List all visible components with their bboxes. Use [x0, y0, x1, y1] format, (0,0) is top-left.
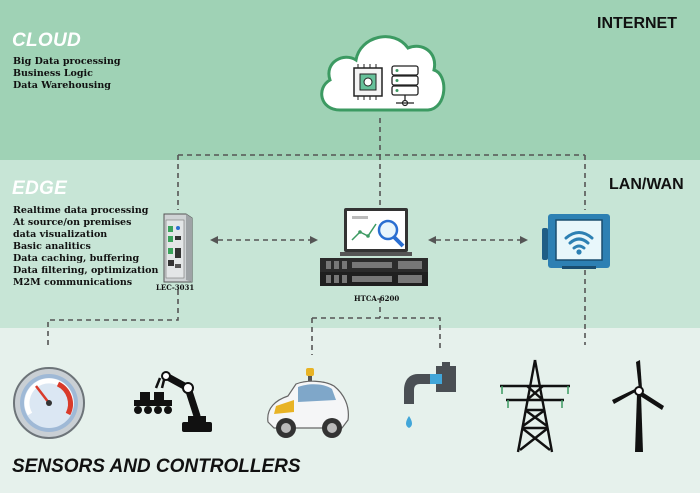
edge-title: EDGE [12, 178, 68, 199]
gauge-icon [13, 367, 85, 439]
edge-feature: Basic analitics [13, 241, 91, 252]
lec-to-gauge-connector [47, 290, 179, 345]
magnifier-icon [377, 219, 399, 241]
server-icon [391, 65, 419, 107]
cloud-icon [320, 35, 446, 112]
processor-icon [353, 64, 383, 100]
cloud-feature: Big Data processing [13, 56, 121, 67]
edge-feature-list: Realtime data processing At source/on pr… [13, 205, 158, 289]
edge-feature: data visualization [13, 229, 108, 240]
power-tower-icon [500, 359, 570, 453]
wifi-gateway-icon [542, 214, 610, 269]
wind-turbine-icon [612, 360, 664, 452]
edge-feature: M2M communications [13, 277, 133, 288]
wifi-icon [564, 231, 594, 250]
internet-label: INTERNET [597, 15, 677, 32]
edge-feature: Data filtering, optimization [13, 265, 159, 276]
lec-3031-device-icon [163, 213, 193, 283]
htca-6200-device-icon [320, 208, 428, 286]
lanwan-label: LAN/WAN [609, 176, 684, 193]
sensors-title: SENSORS AND CONTROLLERS [12, 456, 301, 477]
cloud-feature-list: Big Data processing Business Logic Data … [13, 56, 121, 92]
water-tap-icon [404, 362, 456, 428]
edge-feature: Data caching, buffering [13, 253, 140, 264]
edge-feature: At source/on premises [13, 217, 132, 228]
robot-arm-icon [134, 371, 212, 432]
edge-feature: Realtime data processing [13, 205, 149, 216]
htca-6200-label: HTCA-6200 [354, 294, 400, 303]
cloud-feature: Business Logic [13, 68, 93, 79]
cloud-title: CLOUD [12, 30, 82, 51]
sensors-layer [0, 328, 700, 493]
cloud-feature: Data Warehousing [13, 80, 111, 91]
autonomous-car-icon [267, 368, 349, 438]
lec-3031-label: LEC-3031 [156, 283, 195, 292]
htca-bus-connector [312, 317, 441, 350]
